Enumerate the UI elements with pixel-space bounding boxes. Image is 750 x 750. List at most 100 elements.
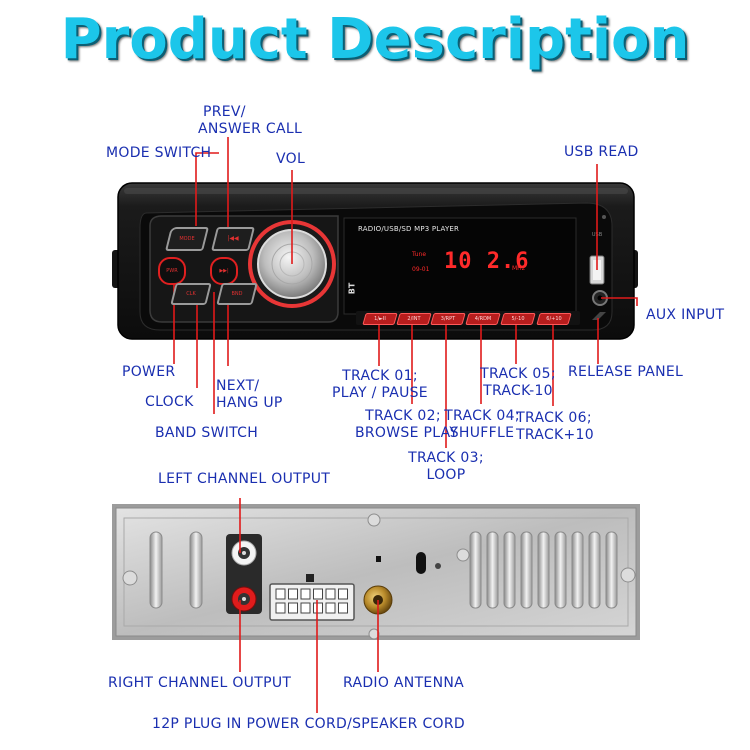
vent-slot <box>149 531 163 609</box>
screw-right <box>620 567 636 583</box>
mode-button-label: MODE <box>179 236 195 242</box>
connector-pin <box>325 588 336 600</box>
label-track02-line1: TRACK 02; <box>365 408 441 424</box>
vent-slot <box>537 531 550 609</box>
label-aux-input: AUX INPUT <box>646 307 725 323</box>
label-next-line1: NEXT/ <box>216 378 260 394</box>
head-unit: USB <box>112 182 638 340</box>
vent-slot <box>571 531 584 609</box>
label-track02-line2: BROWSE PLAY <box>355 425 459 441</box>
clock-button[interactable]: CLK <box>170 283 212 305</box>
label-track06-line1: TRACK 06; <box>516 410 592 426</box>
preset-button-3[interactable]: 3/RPT <box>430 313 466 325</box>
connector-pin <box>300 588 311 600</box>
prev-button-label: |◀◀ <box>227 235 239 242</box>
label-track06-line2: TRACK+10 <box>516 427 594 443</box>
back-plate <box>112 504 640 640</box>
release-button[interactable] <box>592 312 606 320</box>
band-button-label: BND <box>231 291 243 297</box>
preset-label-4: 4/RDM <box>474 316 492 322</box>
label-track05-line2: TRACK-10 <box>483 383 553 399</box>
screw-bottom <box>368 628 380 640</box>
preset-label-3: 3/RPT <box>440 316 456 322</box>
label-clock: CLOCK <box>145 394 194 410</box>
vent-slot <box>503 531 516 609</box>
label-mode-switch: MODE SWITCH <box>106 145 212 161</box>
vent-slot <box>486 531 499 609</box>
power-button-label: PWR <box>166 268 178 274</box>
vent-slot <box>605 531 618 609</box>
label-next: NEXT/ HANG UP <box>216 378 283 412</box>
connector-pin <box>275 602 286 614</box>
preset-button-4[interactable]: 4/RDM <box>465 313 501 325</box>
connector-pin <box>338 588 348 600</box>
label-prev-line1: PREV/ <box>203 104 246 120</box>
next-button[interactable]: ▶▶| <box>210 257 238 285</box>
connector-pin <box>313 588 323 600</box>
label-track03-line1: TRACK 03; <box>408 450 484 466</box>
label-left-channel: LEFT CHANNEL OUTPUT <box>158 471 331 487</box>
screw-mid <box>456 548 470 562</box>
vent-slot <box>588 531 601 609</box>
connector-pin <box>313 602 323 614</box>
mode-button[interactable]: MODE <box>165 227 209 251</box>
preset-button-1[interactable]: 1/►II <box>362 313 398 325</box>
label-right-channel: RIGHT CHANNEL OUTPUT <box>108 675 292 691</box>
connector-pins <box>275 588 348 614</box>
screw-top <box>367 513 381 527</box>
label-track01: TRACK 01; PLAY / PAUSE <box>322 368 438 402</box>
band-button[interactable]: BND <box>216 283 258 305</box>
label-usb-read: USB READ <box>564 144 639 160</box>
connector-pin <box>325 602 336 614</box>
label-track01-line2: PLAY / PAUSE <box>332 385 428 401</box>
connector-pin <box>275 588 286 600</box>
label-track05: TRACK 05; TRACK-10 <box>480 366 556 400</box>
preset-label-5: 5/-10 <box>511 316 525 322</box>
page-title: Product Description <box>60 7 690 72</box>
vent-slot <box>554 531 567 609</box>
vent-slot <box>520 531 533 609</box>
display-unit: MHz <box>512 265 525 272</box>
label-track02: TRACK 02; BROWSE PLAY <box>355 408 459 442</box>
display-tune: Tune <box>412 251 427 258</box>
label-next-line2: HANG UP <box>216 395 283 411</box>
label-release-panel: RELEASE PANEL <box>568 364 684 380</box>
label-power: POWER <box>122 364 176 380</box>
connector-pin <box>338 602 348 614</box>
connector-pin <box>300 602 311 614</box>
vent-slot <box>189 531 203 609</box>
clock-button-label: CLK <box>186 291 196 297</box>
label-track01-line1: TRACK 01; <box>342 368 418 384</box>
connector-pin <box>288 602 298 614</box>
left-vents <box>149 531 203 609</box>
display-sub: 09-01 <box>412 266 430 273</box>
label-radio-antenna: RADIO ANTENNA <box>343 675 464 691</box>
label-track04: TRACK 04; SHUFFLE <box>444 408 520 442</box>
screw-left <box>122 570 138 586</box>
label-12p-plug: 12P PLUG IN POWER CORD/SPEAKER CORD <box>152 716 465 732</box>
label-track05-line1: TRACK 05; <box>480 366 556 382</box>
preset-button-2[interactable]: 2/INT <box>396 313 432 325</box>
next-button-label: ▶▶| <box>219 268 229 274</box>
label-prev-line2: ANSWER CALL <box>198 121 303 137</box>
label-track06: TRACK 06; TRACK+10 <box>516 410 594 444</box>
label-track04-line2: SHUFFLE <box>449 425 515 441</box>
display-frequency: 10 2.6 <box>444 249 530 274</box>
connector-pin <box>288 588 298 600</box>
preset-label-2: 2/INT <box>407 316 421 322</box>
preset-label-6: 6/+10 <box>546 316 562 322</box>
display-header: RADIO/USB/SD MP3 PLAYER <box>358 225 460 233</box>
preset-label-1: 1/►II <box>374 316 386 322</box>
preset-button-5[interactable]: 5/-10 <box>500 313 536 325</box>
label-track04-line1: TRACK 04; <box>444 408 520 424</box>
vent-slot <box>469 531 482 609</box>
preset-button-6[interactable]: 6/+10 <box>536 313 572 325</box>
label-vol: VOL <box>276 151 306 167</box>
power-button[interactable]: PWR <box>158 257 186 285</box>
slot-hole <box>416 552 426 574</box>
display-window <box>343 217 577 315</box>
prev-button[interactable]: |◀◀ <box>211 227 255 251</box>
label-band-switch: BAND SWITCH <box>155 425 259 441</box>
right-vents <box>469 531 618 609</box>
